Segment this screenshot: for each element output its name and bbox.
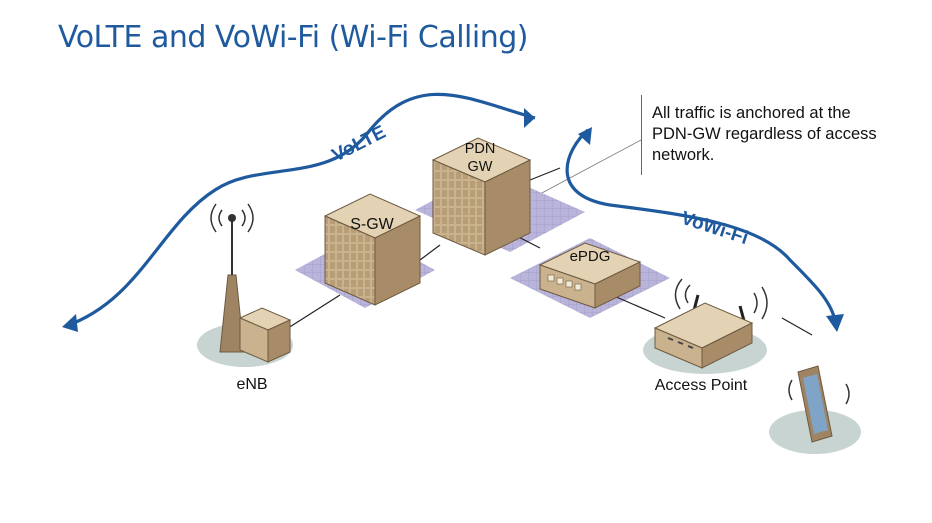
pdn-gw-label-line1: PDN	[465, 141, 496, 157]
volte-arrowhead-right	[524, 108, 535, 128]
epdg-label: ePDG	[570, 248, 611, 265]
volte-arrowhead-left	[62, 314, 78, 332]
pdn-gw-label-line2: GW	[468, 159, 493, 175]
vowifi-arrowhead-top	[578, 127, 592, 145]
epdg-box	[538, 242, 642, 309]
volte-label: VoLTE	[329, 122, 390, 167]
access-point-router	[653, 278, 768, 369]
vowifi-arrowhead-bottom	[826, 314, 844, 332]
pdn-gw-box	[431, 137, 532, 256]
smartphone-icon	[788, 365, 850, 443]
vowifi-label: VoWi-Fi	[678, 208, 750, 249]
page-title: VoLTE and VoWi-Fi (Wi-Fi Calling)	[58, 20, 529, 55]
callout-divider	[641, 95, 642, 175]
s-gw-box	[323, 193, 422, 306]
callout-note: All traffic is anchored at the PDN-GW re…	[652, 104, 877, 164]
phone-signal-icon	[788, 379, 850, 405]
enb-box	[238, 307, 292, 363]
s-gw-label: S-GW	[350, 216, 394, 233]
enb-signal-icon	[210, 203, 254, 233]
volte-path-arrow	[65, 92, 536, 328]
ap-signal-icon	[674, 278, 768, 320]
enb-tower	[210, 203, 254, 353]
access-point-label: Access Point	[655, 377, 748, 394]
enb-label: eNB	[236, 376, 267, 393]
vowifi-path-arrow	[565, 128, 837, 321]
